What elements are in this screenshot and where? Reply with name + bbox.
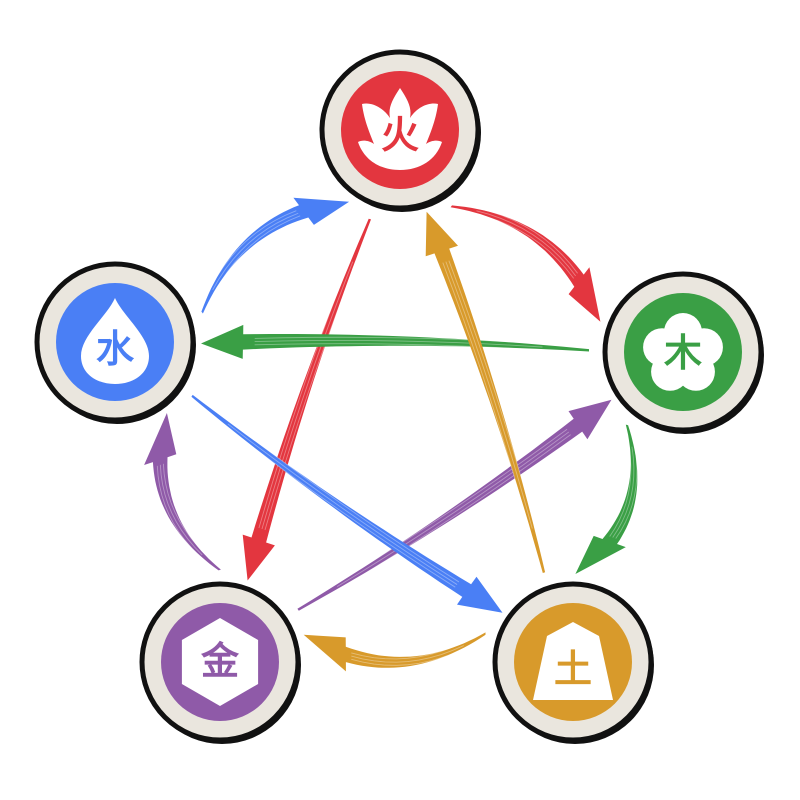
star-arrow-earth-to-fire-brush-streak: [442, 262, 530, 530]
star-arrow-wood-to-water-brush-streak: [254, 336, 543, 345]
earth-shogi-piece-emblem: [533, 622, 613, 700]
cycle-arrow-wood-to-earth-brush-streak: [612, 446, 635, 538]
element-node-wood: 木: [602, 271, 764, 434]
cycle-arrow-wood-to-earth: [575, 424, 638, 574]
star-arrow-water-to-earth: [191, 394, 503, 613]
cycle-arrow-earth-to-metal-brush-streak: [351, 648, 464, 666]
cycle-arrow-fire-to-wood-brush-streak: [476, 210, 576, 277]
star-arrow-water-to-earth-brush-streak: [229, 420, 460, 583]
element-nodes: 火木土 金 水: [34, 49, 764, 744]
star-arrow-metal-to-wood-brush-streak: [336, 431, 570, 588]
cycle-arrow-water-to-fire: [201, 197, 350, 314]
star-arrow-fire-to-metal-brush-streak: [258, 260, 351, 529]
cycle-arrow-fire-to-wood: [450, 205, 601, 322]
overcoming-cycle-arrows: [191, 211, 612, 613]
element-node-fire: 火: [319, 49, 481, 212]
fire-flame-emblem: [358, 88, 442, 170]
element-glyph-wood: 木: [664, 331, 702, 375]
star-arrow-fire-to-metal-brush-streak: [261, 261, 354, 530]
star-arrow-earth-to-fire: [425, 211, 546, 574]
cycle-arrow-water-to-fire-brush-streak: [210, 210, 297, 288]
water-water-drop-emblem: [81, 298, 149, 384]
star-arrow-water-to-earth-brush-streak: [225, 426, 456, 588]
star-arrow-fire-to-metal-brush-streak: [264, 262, 357, 531]
cycle-arrow-metal-to-water-brush-streak: [162, 463, 206, 555]
cycle-arrow-metal-to-water: [144, 413, 221, 571]
star-arrow-water-to-earth-brush-streak: [227, 423, 458, 585]
cycle-arrow-wood-to-earth-brush-streak: [609, 445, 632, 537]
cycle-arrow-water-to-fire-brush-streak: [214, 215, 301, 293]
element-glyph-earth: 土: [554, 647, 592, 691]
generating-cycle-arrows: [144, 197, 638, 672]
cycle-arrow-fire-to-wood-brush-streak: [478, 207, 578, 274]
cycle-arrow-fire-to-wood-brush-streak: [474, 212, 575, 279]
cycle-arrow-metal-to-water-brush-streak: [156, 465, 200, 557]
element-glyph-fire: 火: [381, 113, 419, 157]
star-arrow-earth-to-fire-brush-streak: [445, 261, 533, 529]
cycle-arrow-earth-to-metal-brush-streak: [351, 645, 464, 663]
cycle-arrow-metal-to-water-brush-streak: [159, 464, 203, 556]
cycle-arrow-wood-to-earth-brush-streak: [615, 447, 638, 539]
star-arrow-earth-to-fire-brush-streak: [448, 260, 536, 528]
star-arrow-wood-to-water-brush-streak: [254, 339, 543, 348]
star-arrow-metal-to-wood: [297, 399, 612, 611]
element-node-metal: 金: [139, 581, 301, 744]
star-arrow-wood-to-water-brush-streak: [254, 343, 543, 351]
star-arrow-metal-to-wood-brush-streak: [335, 428, 568, 585]
element-node-water: 水: [34, 261, 196, 424]
wood-plum-blossom-emblem: [643, 313, 723, 391]
star-arrow-metal-to-wood-brush-streak: [338, 434, 571, 590]
star-arrow-wood-to-water: [201, 324, 589, 359]
element-glyph-metal: 金: [200, 639, 240, 683]
element-node-earth: 土: [492, 581, 654, 744]
star-arrow-fire-to-metal: [242, 218, 371, 581]
cycle-arrow-earth-to-metal: [303, 632, 486, 672]
metal-hexagon-emblem: [181, 618, 259, 706]
element-glyph-water: 水: [96, 327, 135, 371]
cycle-arrow-earth-to-metal-brush-streak: [351, 641, 464, 660]
cycle-arrow-water-to-fire-brush-streak: [212, 212, 299, 291]
